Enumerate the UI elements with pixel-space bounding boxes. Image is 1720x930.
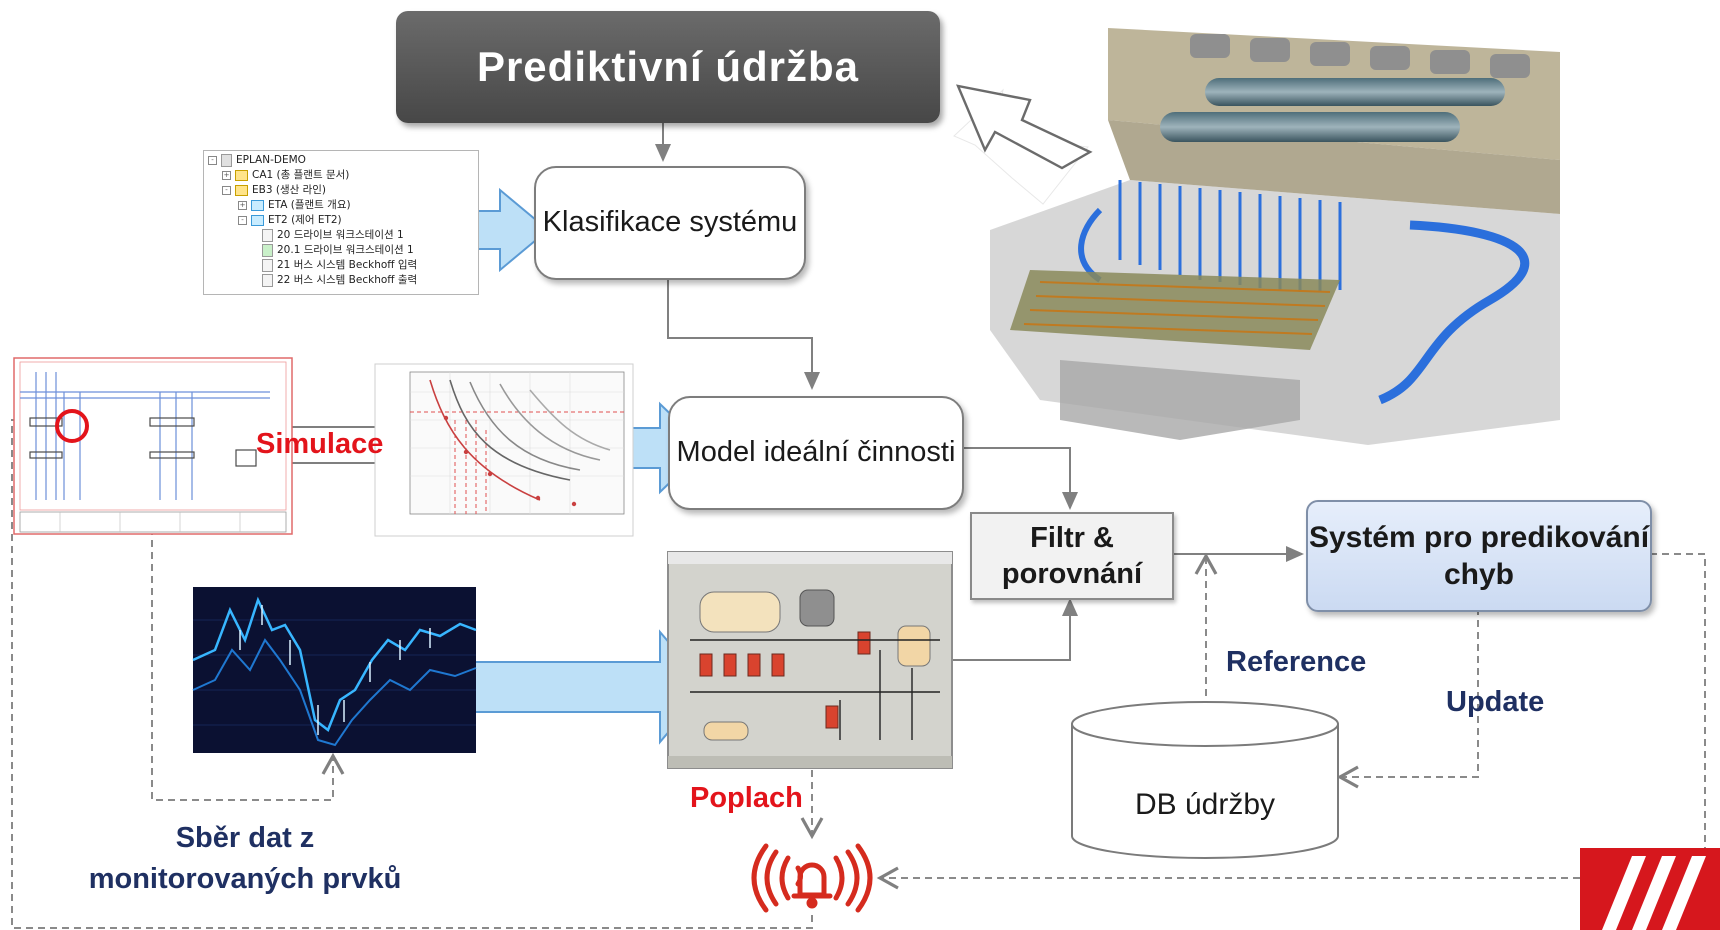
- tree-item: +CA1 (총 플랜트 문서): [222, 169, 350, 181]
- classification-node: Klasifikace systému: [534, 166, 806, 280]
- alarm-label: Poplach: [690, 782, 803, 814]
- simulation-curve-chart: [374, 363, 634, 537]
- company-logo: [1580, 848, 1720, 930]
- filter-compare-node: Filtr & porovnání: [970, 512, 1174, 600]
- tree-root: -EPLAN-DEMO: [208, 153, 306, 168]
- project-tree-panel: -EPLAN-DEMO +CA1 (총 플랜트 문서) -EB3 (생산 라인)…: [203, 150, 479, 295]
- logo-stripes: [1602, 856, 1706, 930]
- industrial-plant-image: [990, 28, 1560, 445]
- data-collection-label: Sběr dat z monitorovaných prvků: [88, 822, 402, 895]
- simulation-label: Simulace: [256, 428, 384, 460]
- market-chart-image: [192, 587, 477, 753]
- schematic-drawing: [13, 357, 293, 535]
- tree-item: 21 버스 시스템 Beckhoff 입력: [262, 258, 417, 273]
- tree-item-label: 20.1 드라이브 워크스테이션 1: [277, 244, 414, 256]
- ideal-model-node: Model ideální činnosti: [668, 396, 964, 510]
- tree-item-label: ET2 (제어 ET2): [268, 214, 342, 226]
- alarm-bell-icon: [751, 843, 873, 913]
- db-cylinder-shape: [1071, 701, 1339, 859]
- tree-item: 22 버스 시스템 Beckhoff 출력: [262, 273, 417, 288]
- tree-item: -EB3 (생산 라인): [222, 183, 326, 198]
- tree-item: 20 드라이브 워크스테이션 1: [262, 228, 404, 243]
- page-title: Prediktivní údržba: [396, 11, 940, 123]
- tree-item-label: 21 버스 시스템 Beckhoff 입력: [277, 259, 418, 271]
- tree-item-label: 22 버스 시스템 Beckhoff 출력: [277, 274, 418, 286]
- hmi-screen-image: [667, 551, 953, 769]
- tree-item-label: 20 드라이브 워크스테이션 1: [277, 229, 404, 241]
- tree-root-label: EPLAN-DEMO: [236, 154, 306, 166]
- solid-connectors: [655, 123, 1304, 661]
- tree-item: +ETA (플랜트 개요): [238, 199, 351, 211]
- tree-item: 20.1 드라이브 워크스테이션 1: [262, 243, 414, 258]
- tree-item-label: ETA (플랜트 개요): [268, 199, 351, 211]
- update-label: Update: [1446, 686, 1545, 718]
- reference-label: Reference: [1226, 646, 1367, 678]
- tree-item-label: EB3 (생산 라인): [252, 184, 327, 196]
- tree-item: -ET2 (제어 ET2): [238, 213, 342, 228]
- return-arrow-shape: [956, 84, 1093, 170]
- maintenance-db-label: DB údržby: [1134, 788, 1276, 821]
- fault-prediction-node: Systém pro predikování chyb: [1306, 500, 1652, 612]
- tree-item-label: CA1 (총 플랜트 문서): [252, 169, 350, 181]
